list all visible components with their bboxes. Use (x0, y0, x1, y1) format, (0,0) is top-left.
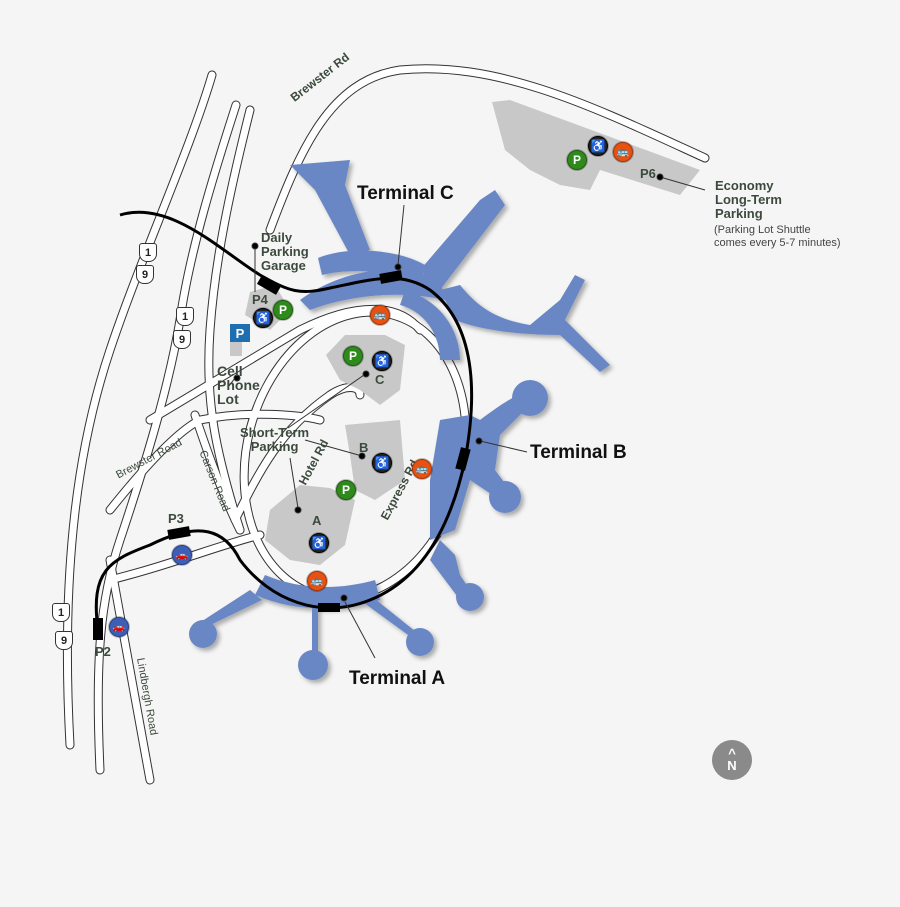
parking-icon[interactable]: P (336, 480, 356, 500)
label-line: Cell (217, 363, 243, 379)
label-line: Parking (261, 244, 309, 259)
terminal-b-label[interactable]: Terminal B (530, 442, 627, 463)
label-line: Parking (715, 206, 763, 221)
economy-shuttle-note: (Parking Lot Shuttle comes every 5-7 min… (714, 224, 841, 250)
economy-parking-label[interactable]: Economy Long-Term Parking (715, 179, 782, 221)
label-line: Daily (261, 230, 293, 245)
label-line: Economy (715, 178, 774, 193)
accessible-icon[interactable]: ♿ (372, 351, 392, 371)
parking-icon[interactable]: P (343, 346, 363, 366)
daily-parking-garage-label[interactable]: Daily Parking Garage (261, 231, 309, 273)
label-line: Long-Term (715, 192, 782, 207)
label-line: Short-Term (240, 425, 310, 440)
accessible-icon[interactable]: ♿ (309, 533, 329, 553)
parking-icon[interactable]: P (273, 300, 293, 320)
rental-car-icon[interactable]: 🚗 (172, 545, 192, 565)
lot-c-label[interactable]: C (375, 372, 385, 387)
route-9-shield: 9 (173, 330, 191, 349)
p4-label[interactable]: P4 (252, 292, 268, 307)
route-1-shield: 1 (139, 243, 157, 262)
label-line: Garage (261, 258, 306, 273)
terminal-a-label[interactable]: Terminal A (349, 668, 446, 689)
leader-lines (228, 173, 706, 659)
accessible-icon[interactable]: ♿ (372, 453, 392, 473)
airtrain-stations (93, 270, 471, 640)
route-9-shield: 9 (55, 631, 73, 650)
short-term-parking-label[interactable]: Short-Term Parking (240, 426, 309, 454)
label-line: Parking (250, 439, 299, 454)
route-9-shield: 9 (136, 265, 154, 284)
cell-phone-lot-label[interactable]: Cell Phone Lot (217, 364, 260, 406)
label-line: Phone (217, 377, 260, 393)
terminal-c-label[interactable]: Terminal C (357, 183, 454, 204)
north-arrow-glyph: ^ (728, 746, 736, 761)
shuttle-icon[interactable]: 🚌 (370, 305, 390, 325)
p6-label[interactable]: P6 (640, 166, 656, 181)
label-line: Lot (217, 391, 239, 407)
lot-b-label[interactable]: B (359, 440, 369, 455)
lot-a-label[interactable]: A (312, 513, 322, 528)
p3-label[interactable]: P3 (168, 511, 184, 526)
note-line: (Parking Lot Shuttle (714, 224, 811, 236)
accessible-icon[interactable]: ♿ (588, 136, 608, 156)
cell-phone-lot-icon[interactable]: P (230, 324, 250, 342)
route-1-shield: 1 (176, 307, 194, 326)
accessible-icon[interactable]: ♿ (253, 308, 273, 328)
shuttle-icon[interactable]: 🚌 (613, 142, 633, 162)
shuttle-icon[interactable]: 🚌 (412, 459, 432, 479)
note-line: comes every 5-7 minutes) (714, 237, 841, 249)
north-label: N (727, 758, 737, 773)
north-arrow-icon: ^ N (712, 740, 752, 780)
shuttle-icon[interactable]: 🚌 (307, 571, 327, 591)
rental-car-icon[interactable]: 🚗 (109, 617, 129, 637)
p2-label[interactable]: P2 (95, 644, 111, 659)
parking-icon[interactable]: P (567, 150, 587, 170)
route-1-shield: 1 (52, 603, 70, 622)
